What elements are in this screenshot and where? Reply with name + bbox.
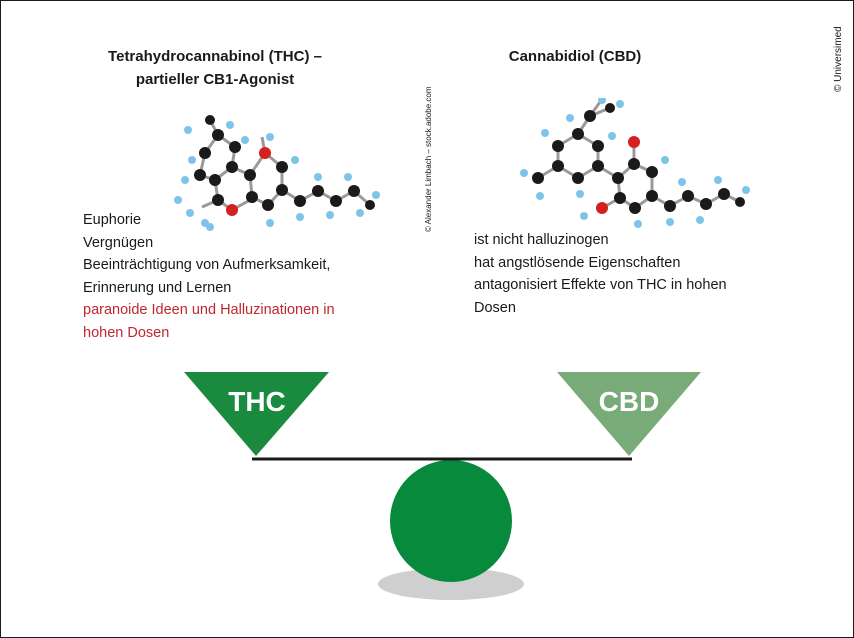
cbd-effect-item: hat angstlösende Eigenschaften [474,254,681,271]
fulcrum-shadow [378,568,524,600]
cbd-molecule-atoms [520,98,750,228]
fulcrum-ball [390,460,512,582]
cbd-effect-item: ist nicht halluzinogen [474,232,609,248]
cbd-title: Cannabidiol (CBD) [508,48,642,65]
thc-title-line2: partieller CB1-Agonist [135,71,295,88]
thc-weight-label: THC [228,386,286,417]
thc-molecule-atoms [174,115,380,231]
cbd-weight-label: CBD [598,386,660,417]
cbd-weight-triangle [557,372,701,456]
thc-effect-item: Beeinträchtigung von Aufmerksamkeit, [83,257,331,273]
cbd-effects-list: ist nicht halluzinogen hat angstlösende … [474,229,774,319]
cbd-effect-item: Dosen [474,299,516,316]
thc-effect-item-warning: hohen Dosen [83,324,170,341]
thc-effects-list: Euphorie Vergnügen Beeinträchtigung von … [83,209,383,344]
thc-effect-item-warning: paranoide Ideen und Halluzinationen in [83,302,335,318]
thc-effect-item: Vergnügen [83,234,154,251]
cbd-molecule-image [520,98,750,228]
thc-molecule-image [174,115,380,231]
cbd-effect-item: antagonisiert Effekte von THC in hohen [474,277,727,293]
thc-effect-item: Erinnerung und Lernen [83,279,232,296]
thc-title: Tetrahydrocannabinol (THC) – partieller … [70,45,360,91]
thc-title-line1: Tetrahydrocannabinol (THC) – [108,48,322,65]
thc-weight-triangle [184,372,329,456]
thc-effect-item: Euphorie [83,212,142,228]
